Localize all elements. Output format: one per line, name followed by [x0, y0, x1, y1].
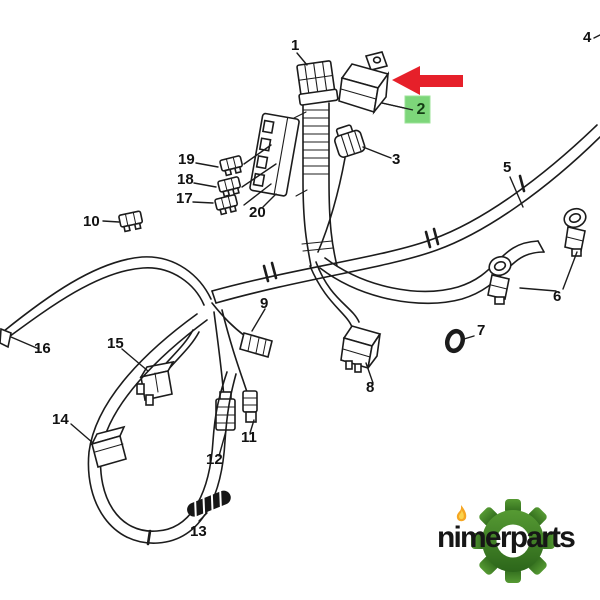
callout-label-7: 7: [477, 322, 486, 339]
callout-label-15: 15: [107, 335, 124, 352]
callout-label-13: 13: [190, 523, 207, 540]
clamp-part-6-lower: [487, 255, 512, 305]
connector-part-3: [317, 124, 366, 253]
callout-label-5: 5: [503, 159, 512, 176]
connector-part-1: [296, 60, 339, 106]
callout-label-11: 11: [241, 429, 257, 446]
highlight-leader: [381, 102, 414, 111]
callout-label-19: 19: [178, 151, 195, 168]
callout-label-20: 20: [249, 204, 266, 221]
callout-label-1: 1: [291, 37, 300, 54]
callout-label-17: 17: [176, 190, 193, 207]
callout-label-2-highlighted: 2: [416, 100, 426, 118]
fuse-part-10: [118, 210, 144, 233]
fuse-part-18: [217, 176, 242, 198]
harness-tube-part-5: [211, 124, 600, 304]
flame-icon: [456, 505, 467, 522]
callout-label-12: 12: [206, 451, 223, 468]
callout-label-9: 9: [260, 295, 269, 312]
callout-label-18: 18: [177, 171, 194, 188]
fuse-part-17: [214, 194, 239, 216]
harness-hose-right: [319, 240, 545, 305]
highlight-arrow-icon: [392, 66, 463, 95]
logo-text: nimerparts: [437, 521, 576, 554]
harness-main-trunk: [301, 102, 338, 267]
callout-label-10: 10: [83, 213, 100, 230]
fuse-part-19: [219, 155, 244, 177]
loom-part-13: [187, 490, 231, 518]
callout-label-14: 14: [52, 411, 69, 428]
nimerparts-logo: nimerparts: [425, 495, 600, 595]
callout-label-4: 4: [583, 29, 592, 46]
connector-part-15: [136, 360, 175, 406]
clamp-part-6-upper: [563, 207, 587, 257]
connector-part-11: [242, 390, 258, 423]
gear-icon: [471, 499, 555, 583]
connector-part-9: [239, 332, 273, 358]
connector-part-8: [309, 261, 382, 373]
harness-arc-left: [1, 256, 212, 343]
leader-lines: [10, 34, 600, 522]
ring-part-7: [444, 328, 466, 354]
harness-loop-bottom: [87, 313, 237, 546]
connector-part-14: [90, 425, 127, 468]
fuse-block-part-20: [249, 111, 308, 197]
callout-label-3: 3: [392, 151, 401, 168]
callout-label-6: 6: [553, 288, 562, 305]
callout-label-8: 8: [366, 379, 375, 396]
callout-label-16: 16: [34, 340, 51, 357]
relay-part-2: [338, 51, 390, 115]
connector-part-16: [0, 327, 12, 349]
